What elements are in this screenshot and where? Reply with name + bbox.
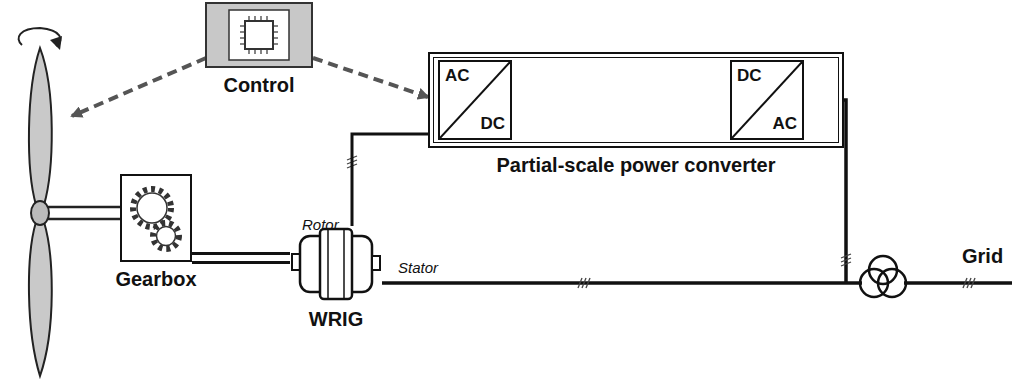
power-wire bbox=[352, 134, 438, 226]
rotation-arrow bbox=[19, 28, 62, 50]
grid-label: Grid bbox=[962, 245, 1003, 268]
gearbox-box: Gearbox bbox=[120, 174, 192, 262]
gear-frame bbox=[120, 174, 192, 262]
shaft-hollow bbox=[192, 255, 290, 261]
control-signal-arrow bbox=[72, 58, 206, 116]
converter-io-label: AC bbox=[445, 66, 470, 86]
generator-symbol: WRIG bbox=[290, 226, 382, 302]
wrig-frame bbox=[290, 226, 382, 302]
turbine-shaft bbox=[48, 207, 120, 219]
controller-box: Control bbox=[205, 2, 313, 68]
converter-io-label: AC bbox=[772, 114, 797, 134]
converter-box: Partial-scale power converterACDCDCAC bbox=[428, 52, 844, 148]
machine-body bbox=[290, 226, 382, 302]
transformer-symbol bbox=[860, 256, 906, 297]
stator-label: Stator bbox=[398, 259, 438, 276]
component-label: Gearbox bbox=[115, 268, 196, 291]
component-label: WRIG bbox=[309, 308, 363, 331]
control-frame bbox=[205, 2, 313, 68]
converter-io-label: DC bbox=[737, 66, 762, 86]
drive-shaft bbox=[192, 252, 290, 264]
rectifier-box: AC DC bbox=[438, 60, 512, 140]
gear-icon bbox=[122, 176, 190, 260]
component-label: Partial-scale power converter bbox=[496, 154, 775, 177]
control-signal-arrow bbox=[313, 58, 428, 97]
component-label: Control bbox=[223, 74, 294, 97]
inverter-box: DC AC bbox=[730, 60, 804, 140]
rotor-label: Rotor bbox=[302, 216, 339, 233]
chip-icon bbox=[207, 4, 311, 66]
converter-io-label: DC bbox=[480, 114, 505, 134]
rotor-blades bbox=[29, 48, 52, 376]
